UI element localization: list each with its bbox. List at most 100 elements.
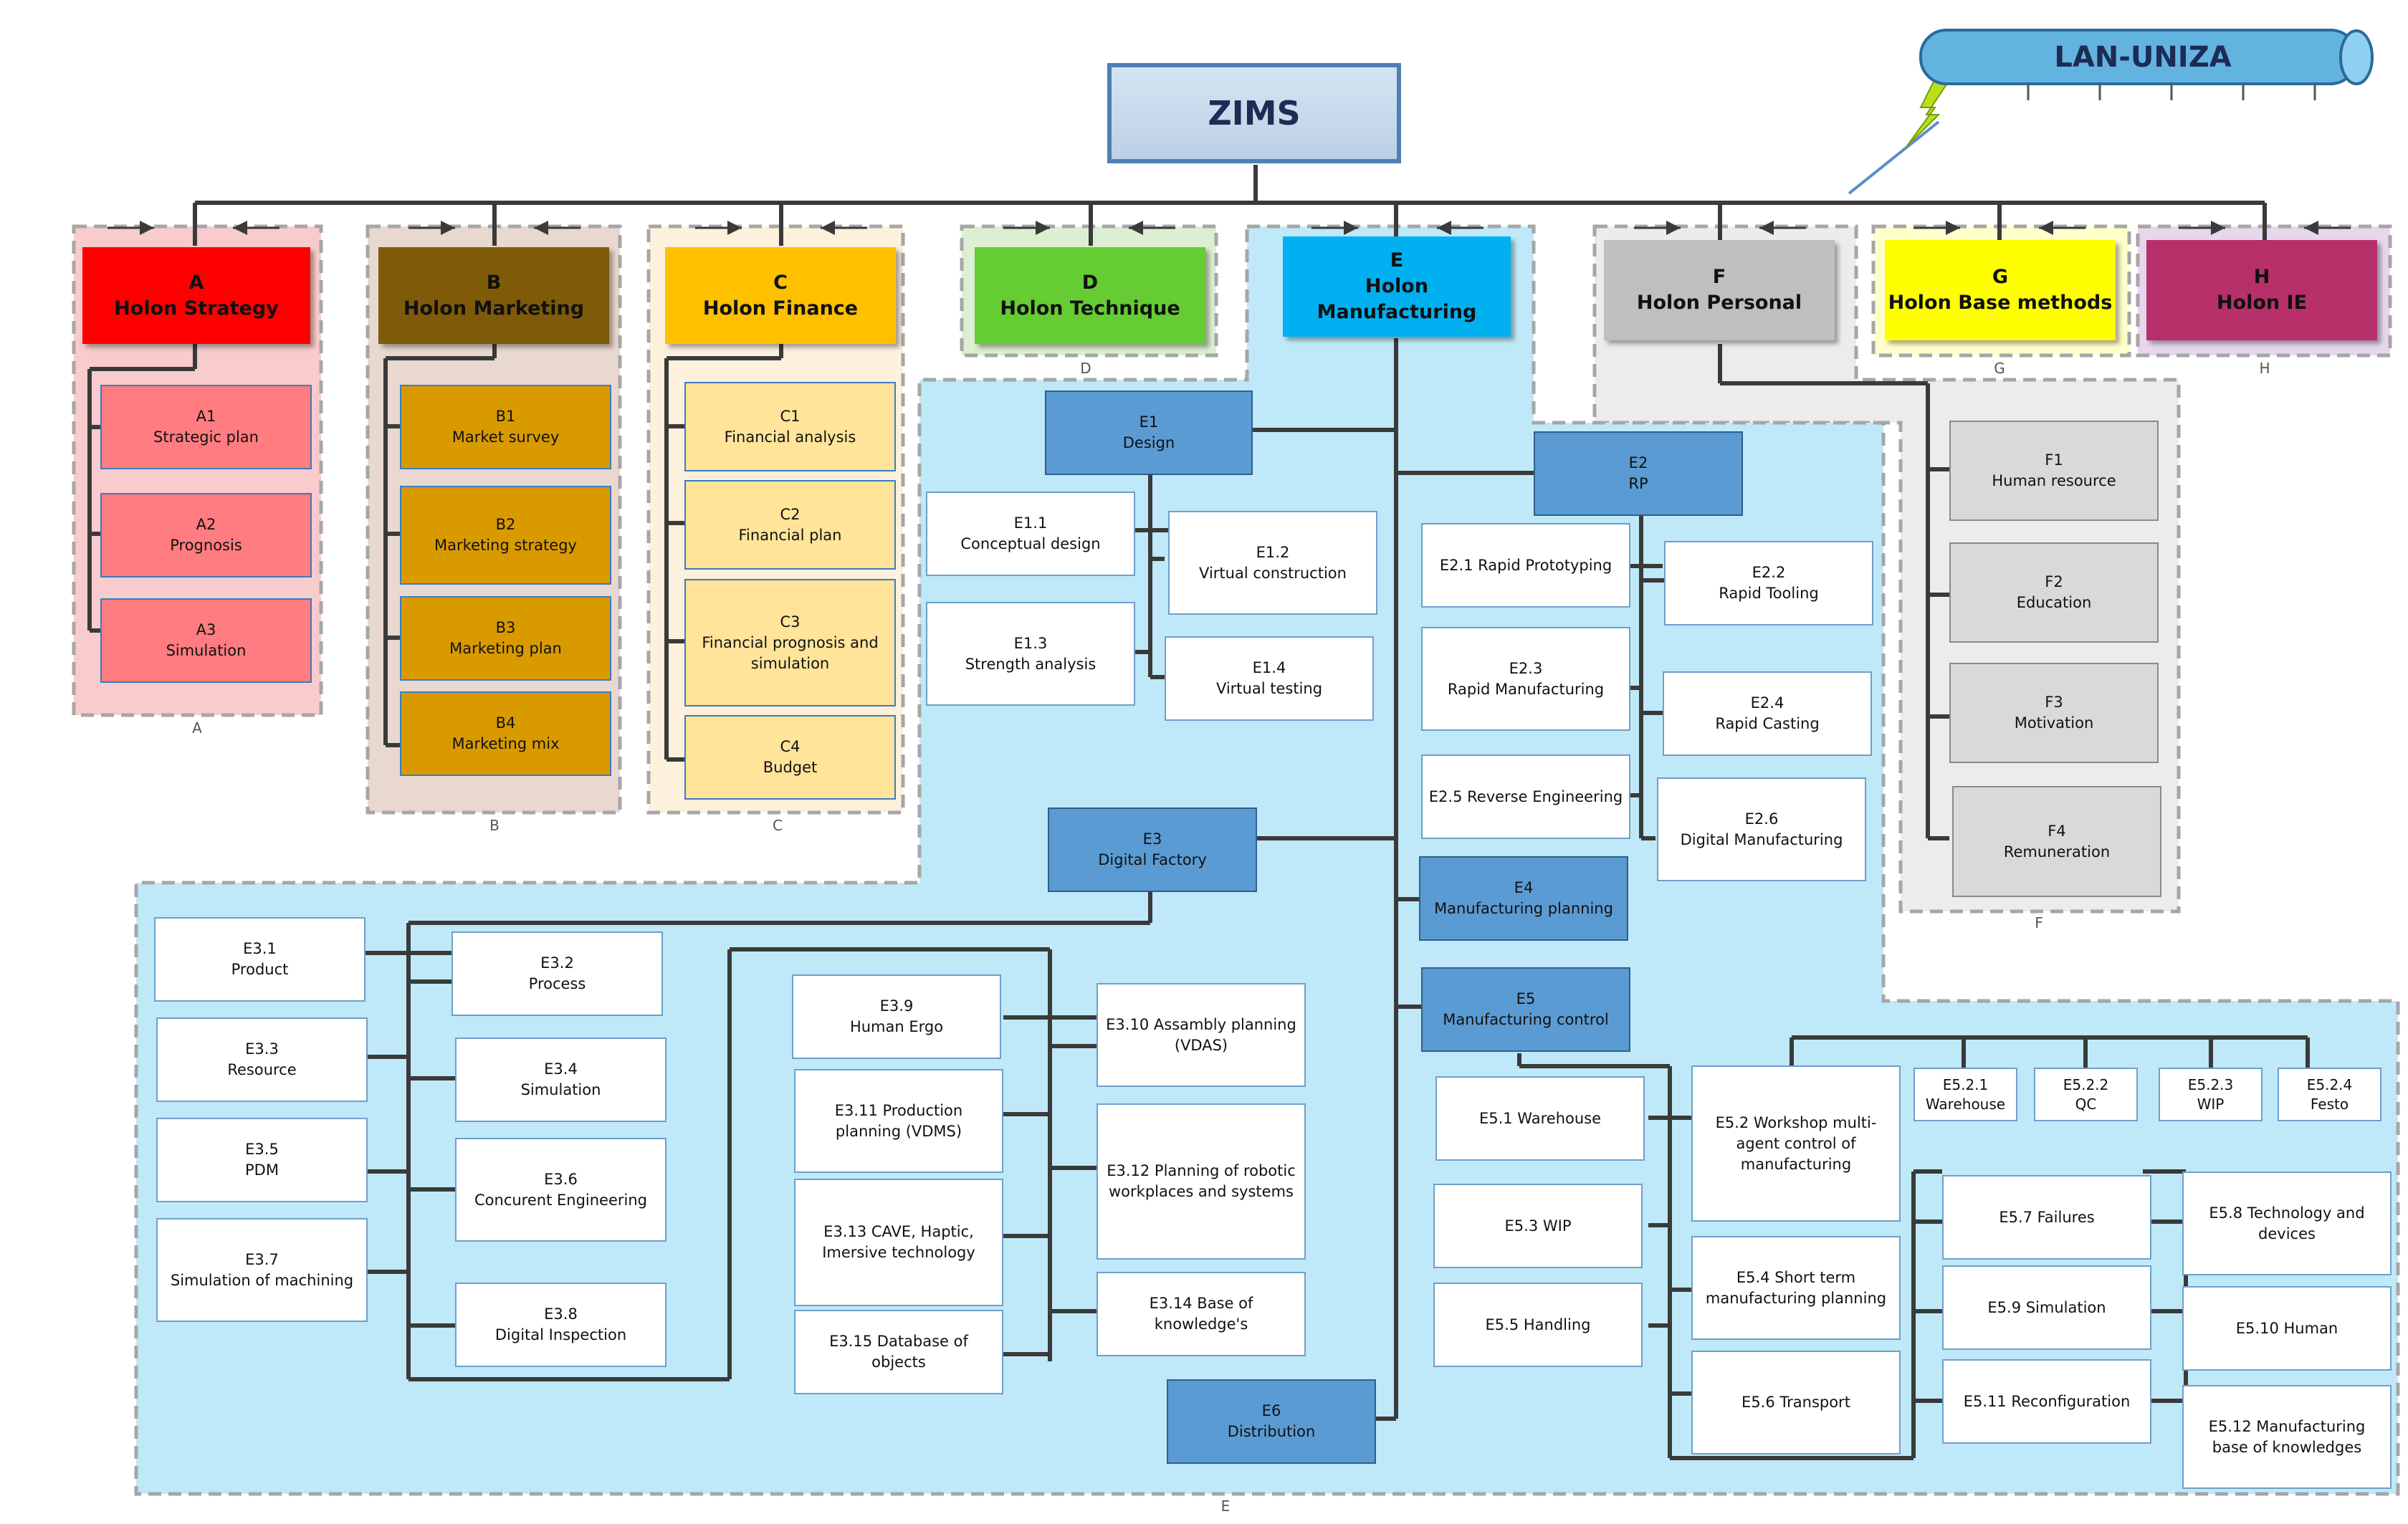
node-e3-13[interactable]: E3.13 CAVE, Haptic, Imersive technology bbox=[794, 1179, 1003, 1306]
node-label: E5.3 WIP bbox=[1504, 1217, 1572, 1235]
node-label: Human resource bbox=[1992, 472, 2116, 489]
node-e3-10[interactable]: E3.10 Assambly planning (VDAS) bbox=[1096, 983, 1306, 1087]
node-e2-1[interactable]: E2.1 Rapid Prototyping bbox=[1421, 523, 1630, 608]
node-label: Motivation bbox=[2014, 714, 2094, 732]
lan-uniza-label: LAN-UNIZA bbox=[2054, 40, 2232, 74]
node-code: B1 bbox=[495, 408, 516, 425]
node-code: E3.8 bbox=[544, 1305, 578, 1323]
node-label: Remuneration bbox=[2003, 843, 2111, 861]
node-e3-12[interactable]: E3.12 Planning of robotic workplaces and… bbox=[1096, 1103, 1306, 1260]
holon-c-finance[interactable]: C Holon Finance bbox=[665, 247, 896, 344]
holon-f-personal[interactable]: F Holon Personal bbox=[1604, 240, 1835, 340]
node-code: E3.2 bbox=[540, 954, 574, 972]
holon-b-marketing[interactable]: B Holon Marketing bbox=[378, 247, 609, 344]
node-e5-10[interactable]: E5.10 Human bbox=[2182, 1286, 2392, 1371]
node-label: Market survey bbox=[452, 428, 560, 446]
node-code: E1.4 bbox=[1252, 659, 1286, 676]
holon-e-manufacturing[interactable]: E Holon Manufacturing bbox=[1283, 236, 1511, 337]
node-e5-3[interactable]: E5.3 WIP bbox=[1433, 1184, 1643, 1268]
holon-name: Holon IE bbox=[2216, 292, 2308, 314]
node-label: Financial plan bbox=[738, 526, 842, 544]
node-e5-12[interactable]: E5.12 Manufacturing base of knowledges bbox=[2182, 1385, 2392, 1489]
node-e5-8[interactable]: E5.8 Technology and devices bbox=[2182, 1171, 2392, 1275]
node-e5-2[interactable]: E5.2 Workshop multi-agent control of man… bbox=[1691, 1065, 1901, 1222]
node-label: Process bbox=[528, 975, 586, 992]
node-e5-1[interactable]: E5.1 Warehouse bbox=[1435, 1076, 1645, 1161]
holon-d-technique[interactable]: D Holon Technique bbox=[975, 247, 1205, 344]
node-code: F3 bbox=[2045, 694, 2063, 711]
node-label: E5.5 Handling bbox=[1485, 1315, 1591, 1333]
node-label: Simulation bbox=[166, 642, 247, 659]
node-e5-7[interactable]: E5.7 Failures bbox=[1942, 1175, 2151, 1260]
node-e3-14[interactable]: E3.14 Base of knowledge's bbox=[1096, 1272, 1306, 1356]
node-code: E5.2.2 bbox=[2063, 1075, 2109, 1093]
holon-h-ie[interactable]: H Holon IE bbox=[2146, 240, 2377, 340]
holon-a-strategy[interactable]: A Holon Strategy bbox=[82, 247, 310, 344]
node-label: E5.12 Manufacturing base of knowledges bbox=[2208, 1417, 2366, 1456]
node-e5-9[interactable]: E5.9 Simulation bbox=[1942, 1265, 2151, 1350]
node-e2-5[interactable]: E2.5 Reverse Engineering bbox=[1421, 754, 1630, 839]
node-code: E1.3 bbox=[1013, 634, 1048, 652]
node-label: Concurent Engineering bbox=[474, 1191, 647, 1209]
zone-label-g: G bbox=[1994, 360, 2005, 377]
holon-name: Holon Finance bbox=[702, 297, 859, 320]
node-code: E5.2.3 bbox=[2187, 1075, 2234, 1093]
node-label: Financial prognosis and simulation bbox=[702, 633, 879, 672]
holon-g-base-methods[interactable]: G Holon Base methods bbox=[1885, 240, 2116, 340]
node-e5-11[interactable]: E5.11 Reconfiguration bbox=[1942, 1359, 2151, 1444]
node-e5-5[interactable]: E5.5 Handling bbox=[1433, 1283, 1643, 1367]
node-e3-11[interactable]: E3.11 Production planning (VDMS) bbox=[794, 1069, 1003, 1173]
node-e5-4[interactable]: E5.4 Short term manufacturing planning bbox=[1691, 1236, 1901, 1340]
node-label: E3.10 Assambly planning (VDAS) bbox=[1106, 1015, 1296, 1054]
node-e5-6[interactable]: E5.6 Transport bbox=[1691, 1351, 1901, 1454]
node-label: Product bbox=[231, 961, 289, 978]
node-code: B3 bbox=[495, 619, 516, 636]
zone-label-a: A bbox=[192, 719, 202, 737]
node-code: B4 bbox=[495, 714, 516, 732]
node-e3-15[interactable]: E3.15 Database of objects bbox=[794, 1310, 1003, 1394]
node-code: E5.2.1 bbox=[1942, 1075, 1989, 1093]
